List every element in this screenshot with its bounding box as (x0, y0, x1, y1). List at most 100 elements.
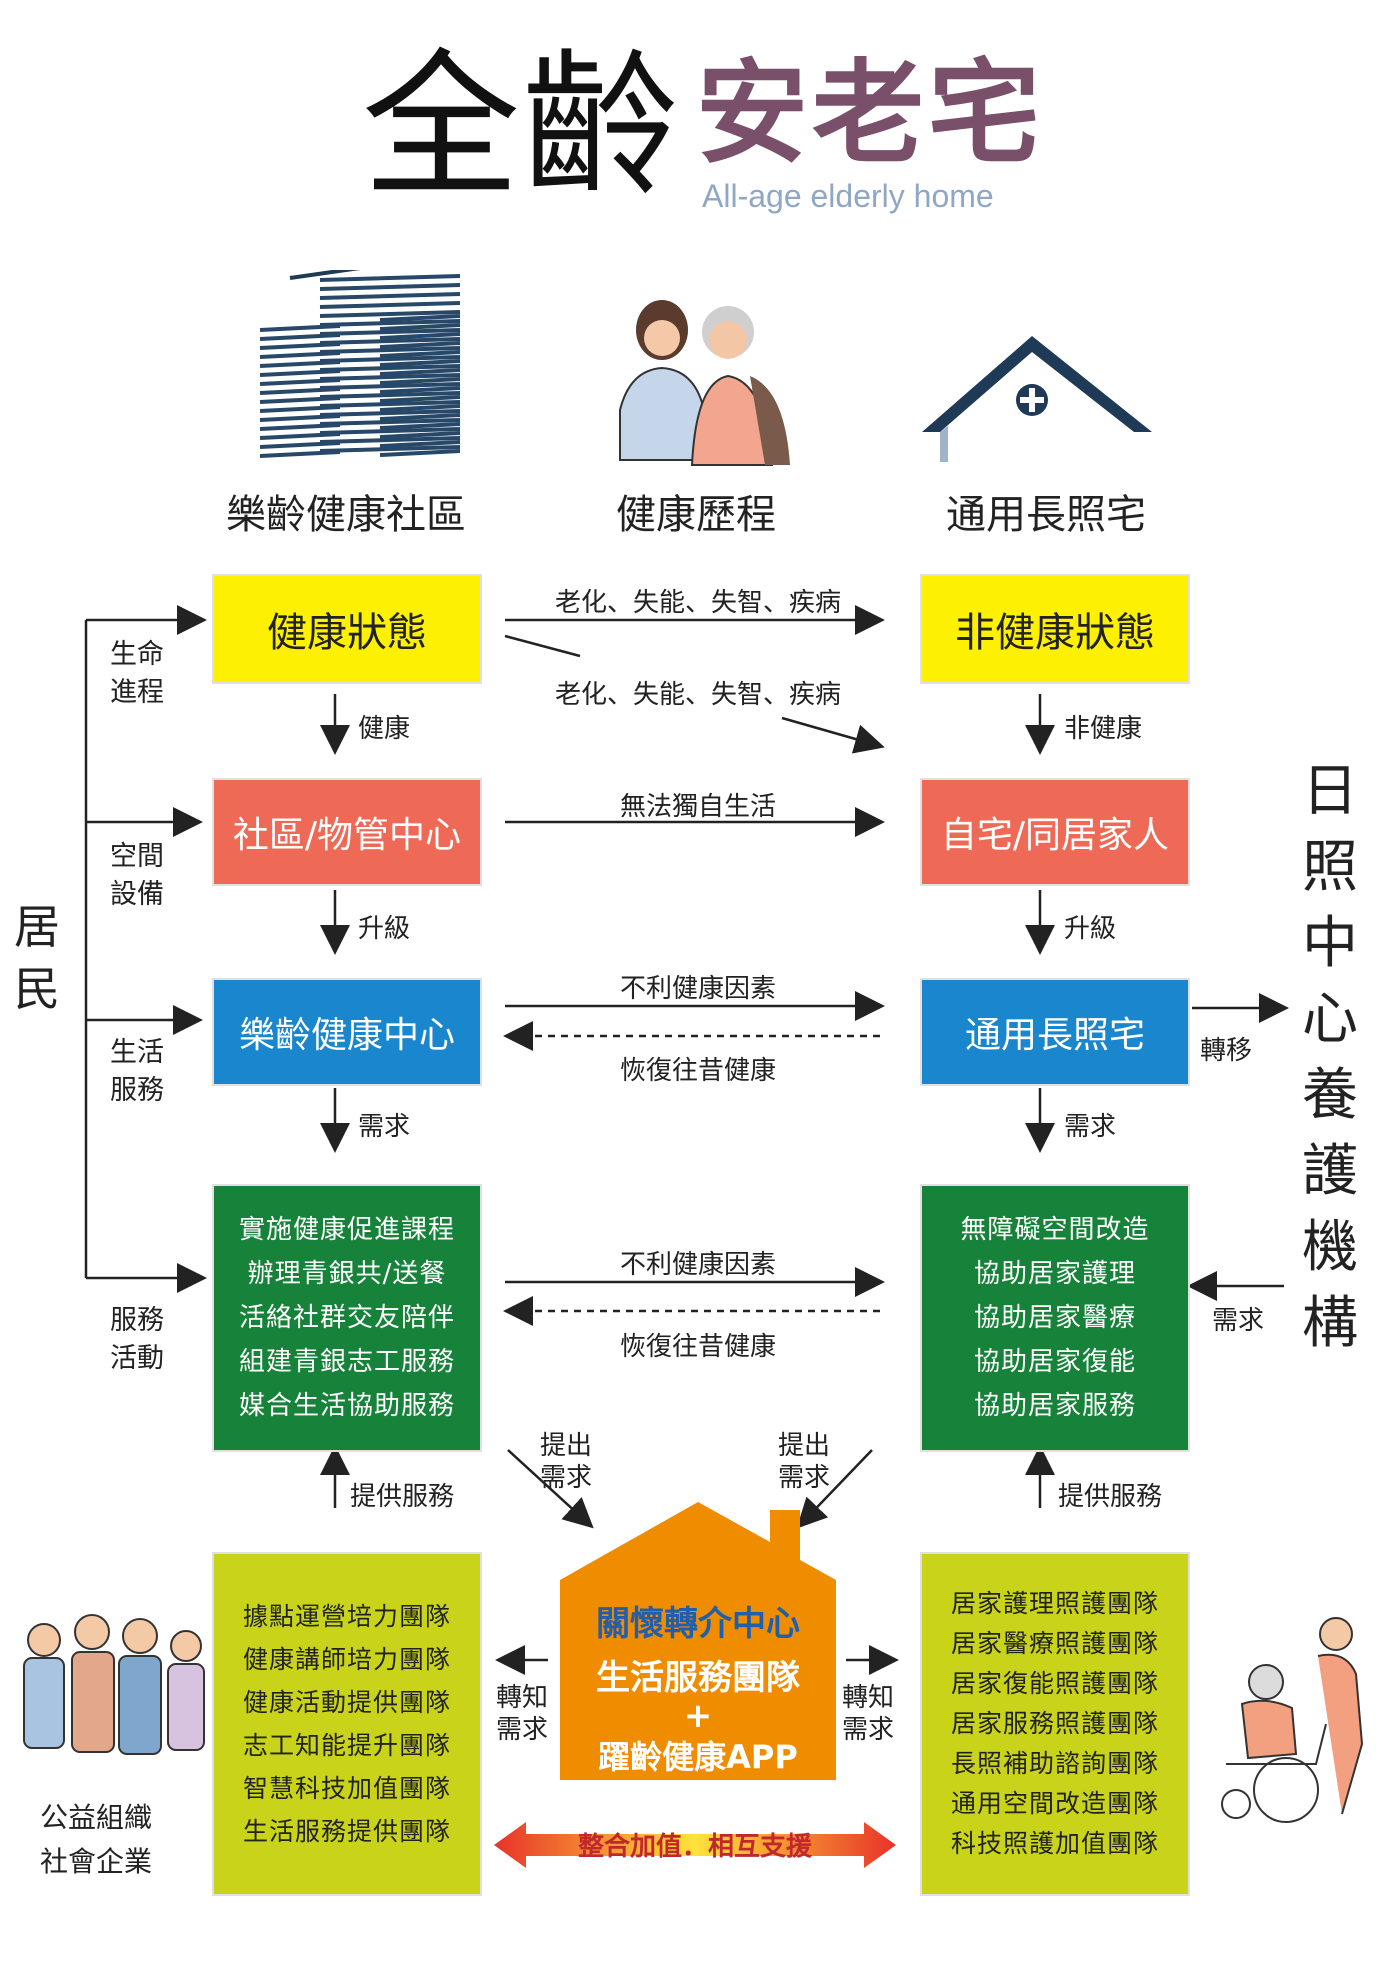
label-propose-left: 提出需求 (540, 1431, 593, 1493)
building-stripe (379, 314, 461, 322)
building-stripe (379, 386, 461, 394)
title-accent: 安老宅 (696, 49, 1044, 179)
list-item: 據點運營培力團隊 (242, 1602, 451, 1631)
right-label-char: 照 (1302, 835, 1358, 900)
right-label-char: 機 (1302, 1215, 1358, 1280)
label-transfer: 轉移 (1200, 1036, 1253, 1066)
list-item: 媒合生活協助服務 (238, 1391, 455, 1421)
building-stripe (379, 350, 461, 358)
integration-banner-arrow (494, 1822, 896, 1868)
building-stripe (379, 323, 461, 331)
box-home-care-services: 無障礙空間改造 協助居家護理 協助居家醫療 協助居家復能 協助居家服務 (920, 1184, 1190, 1452)
box-healthy-state: 健康狀態 (212, 574, 482, 684)
org-label: 公益組織 社會企業 (40, 1796, 152, 1884)
box-community-activities: 實施健康促進課程 辦理青銀共/送餐 活絡社群交友陪伴 組建青銀志工服務 媒合生活… (212, 1184, 482, 1452)
house-line-referral: 關懷轉介中心 (596, 1604, 800, 1644)
label-adverse-factors-1: 不利健康因素 (619, 974, 776, 1004)
building-stripe (319, 337, 461, 345)
column-middle-heading: 健康歷程 (616, 492, 776, 538)
building-stripe (319, 355, 461, 363)
label-need-side: 需求 (1212, 1306, 1265, 1336)
label-notify-right: 轉知需求 (842, 1683, 895, 1745)
list-item: 健康活動提供團隊 (242, 1688, 451, 1717)
building-stripe (319, 301, 461, 309)
side-label-living: 生活服務 (110, 1037, 164, 1106)
building-stripe (379, 395, 461, 403)
building-stripe (319, 382, 461, 390)
building-stripe (379, 431, 461, 439)
list-item: 實施健康促進課程 (238, 1215, 455, 1245)
building-stripe (379, 449, 461, 457)
building-stripe (379, 440, 461, 448)
side-label-life: 生命進程 (110, 639, 164, 708)
right-label-char: 日 (1302, 759, 1358, 824)
list-item: 居家服務照護團隊 (950, 1709, 1159, 1738)
list-item: 長照補助諮詢團隊 (950, 1749, 1159, 1778)
label-notify-left: 轉知需求 (496, 1683, 549, 1745)
list-item: 生活服務提供團隊 (242, 1817, 451, 1846)
list-item: 科技照護加值團隊 (950, 1829, 1159, 1858)
building-stripe (319, 445, 461, 453)
list-item: 志工知能提升團隊 (242, 1731, 451, 1760)
building-stripe (379, 368, 461, 376)
label-unhealthy: 非健康 (1064, 714, 1143, 744)
building-stripe (319, 373, 461, 381)
referral-center-house (560, 1502, 836, 1780)
building-stripe (379, 341, 461, 349)
building-stripe (379, 377, 461, 385)
box-senior-health-center: 樂齡健康中心 (212, 978, 482, 1086)
column-left-heading: 樂齡健康社區 (226, 492, 466, 538)
building-stripe (379, 332, 461, 340)
column-right-heading: 通用長照宅 (946, 492, 1146, 538)
building-stripe (319, 409, 461, 417)
label-upgrade-right: 升級 (1064, 914, 1117, 944)
house-icon (922, 336, 1152, 462)
list-item: 居家護理照護團隊 (950, 1589, 1159, 1618)
label-recover-health-1: 恢復往昔健康 (619, 1056, 776, 1086)
house-line-app: 躍齡健康APP (598, 1738, 798, 1776)
list-item: 居家復能照護團隊 (950, 1669, 1159, 1698)
list-item: 活絡社群交友陪伴 (238, 1303, 455, 1333)
side-label-service: 服務活動 (110, 1305, 164, 1374)
building-icon (259, 270, 461, 458)
building-stripe (319, 346, 461, 354)
list-item: 智慧科技加值團隊 (242, 1774, 451, 1803)
title-main: 全齡 (362, 35, 682, 219)
box-community-center: 社區/物管中心 (212, 778, 482, 886)
building-stripe (379, 404, 461, 412)
label-upgrade-left: 升級 (358, 914, 411, 944)
right-label-char: 構 (1302, 1291, 1358, 1356)
building-stripe (319, 310, 461, 318)
title-english: All-age elderly home (702, 178, 994, 214)
label-provide-left: 提供服務 (350, 1482, 455, 1512)
integration-banner-text: 整合加值．相互支援 (577, 1832, 812, 1862)
building-stripe (319, 427, 461, 435)
list-item: 協助居家護理 (973, 1259, 1136, 1289)
list-item: 組建青銀志工服務 (238, 1347, 455, 1377)
label-aging-bottom: 老化、失能、失智、疾病 (554, 680, 841, 710)
label-cannot-live-alone: 無法獨自生活 (619, 792, 776, 822)
right-label-char: 護 (1302, 1139, 1358, 1204)
building-stripe (319, 391, 461, 399)
label-healthy: 健康 (358, 714, 411, 744)
side-label-space: 空間設備 (110, 841, 164, 910)
building-stripe (319, 274, 461, 282)
right-vertical-label: 日 照 中 心 養 護 機 構 (1300, 754, 1360, 1362)
label-propose-right: 提出需求 (778, 1431, 831, 1493)
building-stripe (319, 292, 461, 300)
building-stripe (319, 400, 461, 408)
list-item: 居家醫療照護團隊 (950, 1629, 1159, 1658)
building-stripe (319, 319, 461, 327)
list-item: 辦理青銀共/送餐 (247, 1259, 447, 1289)
building-stripe (319, 328, 461, 336)
list-item: 協助居家醫療 (973, 1303, 1136, 1333)
label-adverse-factors-2: 不利健康因素 (619, 1250, 776, 1280)
right-label-char: 心 (1302, 987, 1358, 1052)
box-universal-care-home: 通用長照宅 (920, 978, 1190, 1086)
list-item: 協助居家復能 (973, 1347, 1136, 1377)
people-group-icon (23, 1614, 205, 1755)
list-item: 無障礙空間改造 (960, 1215, 1150, 1245)
caregiver-elder-icon (619, 300, 790, 466)
right-label-char: 養 (1302, 1063, 1358, 1128)
